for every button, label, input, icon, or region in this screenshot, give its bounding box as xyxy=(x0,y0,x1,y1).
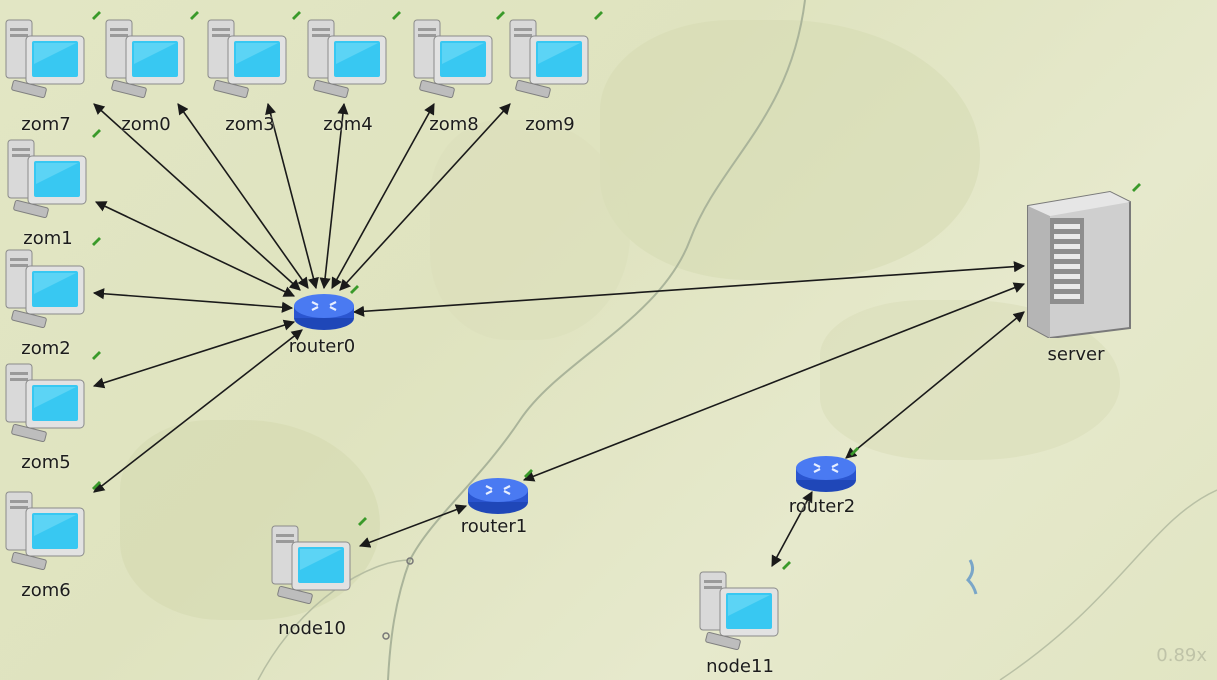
router-icon xyxy=(294,294,354,330)
status-pin-icon xyxy=(594,11,603,20)
desktop-computer-icon xyxy=(307,19,387,98)
link-router1-node10[interactable] xyxy=(358,504,468,548)
router-icon xyxy=(796,456,856,492)
map-road xyxy=(999,489,1217,680)
status-pin-icon xyxy=(392,11,401,20)
status-pin-icon xyxy=(292,11,301,20)
node-label-zom4: zom4 xyxy=(323,114,373,135)
map-river xyxy=(965,559,978,595)
node-label-router2: router2 xyxy=(788,496,856,517)
node-label-router0: router0 xyxy=(288,336,356,357)
node-label-router1: router1 xyxy=(460,516,528,537)
desktop-computer-icon xyxy=(509,19,589,98)
desktop-computer-icon xyxy=(5,249,85,328)
server-tower-icon xyxy=(1027,190,1131,338)
node-label-zom2: zom2 xyxy=(21,338,71,359)
node-label-zom9: zom9 xyxy=(525,114,575,135)
desktop-computer-icon xyxy=(271,525,351,604)
node-label-zom3: zom3 xyxy=(225,114,275,135)
status-pin-icon xyxy=(92,237,101,246)
node-label-zom7: zom7 xyxy=(21,114,71,135)
link-router2-node11[interactable] xyxy=(771,491,813,567)
node-label-zom8: zom8 xyxy=(429,114,479,135)
status-pin-icon xyxy=(190,11,199,20)
router-icon xyxy=(468,478,528,514)
node-label-zom1: zom1 xyxy=(23,228,73,249)
desktop-computer-icon xyxy=(699,571,779,650)
desktop-computer-icon xyxy=(5,491,85,570)
status-pin-icon xyxy=(1132,183,1141,192)
link-router0-zom6[interactable] xyxy=(93,329,303,493)
desktop-computer-icon xyxy=(7,139,87,218)
status-pin-icon xyxy=(92,129,101,138)
status-pin-icon xyxy=(496,11,505,20)
node-label-server: server xyxy=(1047,344,1105,365)
status-pin-icon xyxy=(358,517,367,526)
desktop-computer-icon xyxy=(207,19,287,98)
desktop-computer-icon xyxy=(5,363,85,442)
link-router0-zom5[interactable] xyxy=(92,319,296,389)
link-router0-zom9[interactable] xyxy=(339,103,511,291)
status-pin-icon xyxy=(350,285,359,294)
status-pin-icon xyxy=(92,11,101,20)
link-router0-zom1[interactable] xyxy=(94,201,296,297)
status-pin-icon xyxy=(782,561,791,570)
node-label-node11: node11 xyxy=(706,656,774,677)
desktop-computer-icon xyxy=(413,19,493,98)
link-router0-zom3[interactable] xyxy=(265,102,319,290)
link-router0-server[interactable] xyxy=(352,261,1026,317)
node-label-zom6: zom6 xyxy=(21,580,71,601)
desktop-computer-icon xyxy=(5,19,85,98)
desktop-computer-icon xyxy=(105,19,185,98)
link-router2-server[interactable] xyxy=(845,311,1025,459)
node-label-zom0: zom0 xyxy=(121,114,171,135)
link-router0-zom2[interactable] xyxy=(92,288,294,313)
map-marker xyxy=(406,557,414,565)
node-label-node10: node10 xyxy=(278,618,346,639)
status-pin-icon xyxy=(524,469,533,478)
map-marker xyxy=(382,632,390,640)
status-pin-icon xyxy=(92,481,101,490)
status-pin-icon xyxy=(92,351,101,360)
status-pin-icon xyxy=(850,447,859,456)
link-router1-server[interactable] xyxy=(522,282,1026,482)
zoom-level-indicator: 0.89x xyxy=(1156,645,1207,666)
node-label-zom5: zom5 xyxy=(21,452,71,473)
